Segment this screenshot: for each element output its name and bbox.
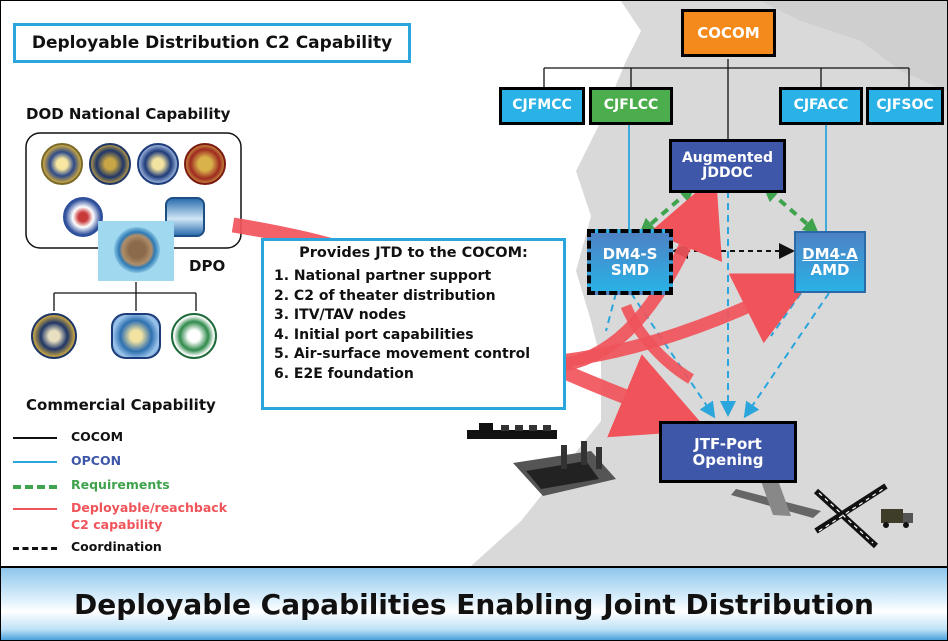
legend-coordination: Coordination — [13, 539, 213, 557]
cjfsoc-node: CJFSOC — [866, 87, 944, 125]
dm4a-node-line1: DM4-A — [802, 244, 858, 263]
jddoc-node: Augmented JDDOC — [669, 139, 786, 193]
dm4s-node-line1: DM4-S — [602, 244, 658, 263]
dm4s-node-line2: SMD — [610, 261, 650, 279]
legend-swatch-coordination — [13, 547, 57, 550]
legend-swatch-requirements — [13, 485, 57, 489]
legend-swatch-cocom — [13, 437, 57, 439]
legend-opcon: OPCON — [13, 453, 213, 471]
land-mass — [471, 1, 947, 566]
legend-swatch-opcon — [13, 461, 57, 463]
airfield-icon — [731, 481, 888, 549]
footer-title: Deployable Capabilities Enabling Joint D… — [74, 587, 874, 621]
legend-label-reachback: Deployable/reachback — [71, 500, 228, 515]
capabilities-box: Provides JTD to the COCOM: 1. National p… — [261, 238, 566, 410]
capability-item: 3. ITV/TAV nodes — [274, 307, 407, 323]
requirements-jddoc-dm4a — [762, 185, 820, 235]
dm4a-node: DM4-A AMD — [794, 231, 866, 293]
dm4a-node-line2: AMD — [810, 261, 850, 279]
msc-seal-icon — [31, 313, 77, 359]
cjfacc-node: CJFACC — [779, 87, 863, 125]
jddoc-node-line1: Augmented — [681, 149, 774, 166]
cjfsoc-node-label: CJFSOC — [876, 97, 934, 114]
capability-item: 5. Air-surface movement control — [274, 346, 531, 362]
dpo-compass-icon — [114, 227, 160, 273]
capability-item: 4. Initial port capabilities — [274, 326, 474, 343]
jtf-port-opening-node: JTF-Port Opening — [659, 421, 797, 483]
port-facility-icon — [513, 441, 616, 496]
capability-item: 6. E2E foundation — [274, 365, 414, 382]
commercial-heading: Commercial Capability — [26, 396, 216, 414]
legend-label-requirements: Requirements — [71, 477, 170, 492]
dod-heading: DOD National Capability — [26, 105, 231, 123]
jddoc-node-line2: JDDOC — [702, 165, 753, 181]
legend-reachback: Deployable/reachback C2 capability — [13, 500, 233, 534]
legend-swatch-reachback — [13, 508, 57, 510]
legend-label-reachback-2: C2 capability — [71, 517, 163, 532]
jtf-node-line2: Opening — [692, 451, 764, 469]
ship-icon — [467, 423, 557, 439]
reachback-arrow-dm4a — [560, 273, 816, 368]
legend-requirements: Requirements — [13, 477, 213, 495]
jtf-node-line1: JTF-Port — [694, 434, 762, 453]
dm4s-node: DM4-S SMD — [587, 229, 673, 295]
legend-label-opcon: OPCON — [71, 453, 122, 468]
diagram-title: Deployable Distribution C2 Capability — [13, 23, 411, 63]
truck-icon — [881, 509, 913, 528]
amc-seal-icon — [111, 313, 161, 359]
capabilities-heading: Provides JTD to the COCOM: — [299, 245, 528, 261]
dla-seal-icon — [63, 197, 103, 237]
cjflcc-node: CJFLCC — [589, 87, 673, 125]
cocom-node: COCOM — [681, 9, 776, 57]
dpo-label: DPO — [189, 257, 226, 275]
marine-seal-icon — [184, 143, 226, 185]
cjflcc-node-label: CJFLCC — [603, 97, 659, 114]
legend-label-cocom: COCOM — [71, 429, 124, 444]
cjfmcc-node-label: CJFMCC — [512, 97, 572, 114]
cjfmcc-node: CJFMCC — [499, 87, 585, 125]
legend-cocom: COCOM — [13, 429, 213, 447]
navy-seal-icon — [89, 143, 131, 185]
cjfacc-node-label: CJFACC — [793, 97, 849, 114]
capability-item: 2. C2 of theater distribution — [274, 287, 496, 304]
army-seal-icon — [41, 143, 83, 185]
tasking-dm4s-sea — [605, 292, 617, 332]
footer-banner: Deployable Capabilities Enabling Joint D… — [1, 566, 947, 640]
sddc-seal-icon — [171, 313, 217, 359]
reachback-arrow-dm4s — [620, 303, 694, 384]
airforce-seal-icon — [137, 143, 179, 185]
legend-label-coordination: Coordination — [71, 539, 162, 554]
cocom-node-label: COCOM — [697, 23, 760, 42]
capability-item: 1. National partner support — [274, 268, 492, 284]
